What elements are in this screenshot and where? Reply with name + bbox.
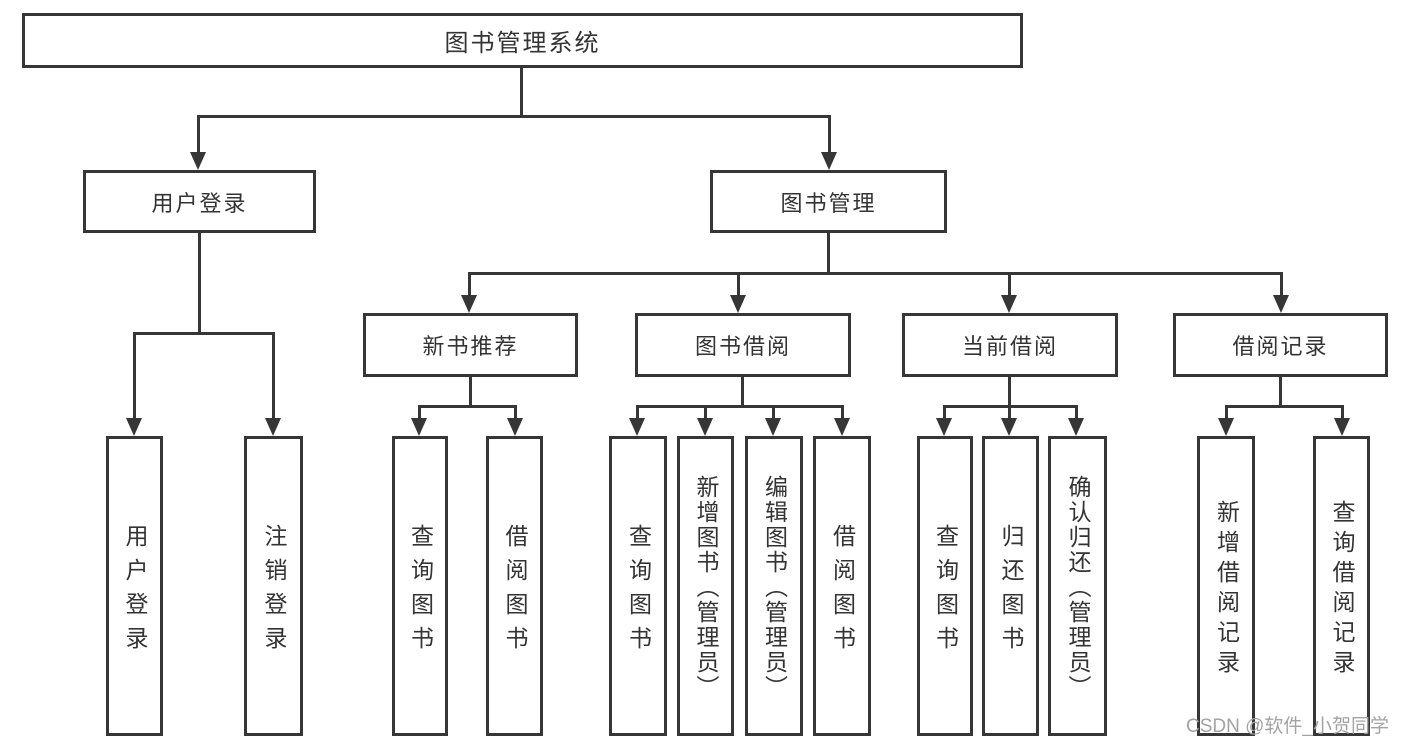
- leaf-br-query-record-label: 查询借阅记录: [1329, 499, 1355, 680]
- node-book-borrowing-label: 图书借阅: [694, 334, 791, 359]
- connector-line: [133, 332, 136, 419]
- connector-line: [827, 233, 830, 275]
- arrowhead-down-icon: [629, 418, 645, 436]
- node-root: 图书管理系统: [22, 13, 1023, 68]
- leaf-nbr-borrow-books-label: 借阅图书: [502, 523, 528, 660]
- node-borrowing-records: 借阅记录: [1173, 313, 1388, 377]
- arrowhead-down-icon: [936, 418, 952, 436]
- leaf-user-login: 用户登录: [106, 436, 163, 736]
- arrowhead-down-icon: [265, 418, 281, 436]
- leaf-nbr-query-books-label: 查询图书: [407, 523, 434, 660]
- arrowhead-down-icon: [1001, 295, 1017, 313]
- leaf-br-add-record-label: 新增借阅记录: [1213, 499, 1240, 680]
- leaf-cb-query-books-label: 查询图书: [932, 523, 959, 660]
- arrowhead-down-icon: [1334, 418, 1350, 436]
- connector-line: [828, 115, 831, 153]
- connector-line: [741, 377, 744, 408]
- arrowhead-down-icon: [126, 418, 142, 436]
- arrowhead-down-icon: [461, 295, 477, 313]
- connector-line: [133, 332, 275, 335]
- connector-line: [520, 68, 523, 117]
- leaf-cb-return-books: 归还图书: [982, 436, 1039, 736]
- leaf-cb-confirm-return: 确认归还（管理员）: [1048, 436, 1107, 736]
- connector-line: [636, 405, 639, 420]
- arrowhead-down-icon: [765, 418, 781, 436]
- arrowhead-down-icon: [730, 295, 746, 313]
- node-current-borrowing-label: 当前借阅: [961, 334, 1058, 359]
- node-root-label: 图书管理系统: [444, 30, 601, 57]
- connector-line: [841, 405, 844, 420]
- node-book-management: 图书管理: [710, 170, 947, 233]
- leaf-nbr-borrow-books: 借阅图书: [486, 436, 543, 736]
- leaf-bb-borrow-books: 借阅图书: [813, 436, 871, 736]
- connector-line: [197, 115, 831, 118]
- connector-line: [1280, 272, 1283, 298]
- arrowhead-down-icon: [821, 152, 837, 170]
- connector-line: [468, 272, 471, 298]
- connector-line: [514, 405, 517, 420]
- leaf-bb-add-books: 新增图书（管理员）: [677, 436, 734, 736]
- connector-line: [468, 272, 1283, 275]
- node-book-borrowing: 图书借阅: [635, 313, 851, 377]
- connector-line: [772, 405, 775, 420]
- connector-line: [943, 405, 946, 420]
- leaf-cb-confirm-return-label: 确认归还（管理员）: [1065, 474, 1091, 700]
- leaf-user-login-label: 用户登录: [122, 523, 148, 660]
- leaf-logout: 注销登录: [244, 436, 303, 736]
- node-current-borrowing: 当前借阅: [902, 313, 1118, 377]
- node-user-login-label: 用户登录: [151, 190, 248, 216]
- connector-line: [272, 332, 275, 419]
- connector-line: [469, 377, 472, 408]
- connector-line: [1008, 405, 1011, 420]
- leaf-logout-label: 注销登录: [261, 523, 287, 660]
- arrowhead-down-icon: [834, 418, 850, 436]
- arrowhead-down-icon: [411, 418, 427, 436]
- node-new-book-recommend-label: 新书推荐: [422, 334, 519, 359]
- connector-line: [1225, 405, 1228, 420]
- connector-line: [1279, 377, 1282, 408]
- leaf-cb-query-books: 查询图书: [917, 436, 973, 736]
- node-borrowing-records-label: 借阅记录: [1232, 334, 1329, 359]
- leaf-cb-return-books-label: 归还图书: [998, 523, 1024, 660]
- leaf-bb-query-books: 查询图书: [609, 436, 667, 736]
- connector-line: [636, 405, 844, 408]
- connector-line: [1341, 405, 1344, 420]
- arrowhead-down-icon: [1218, 418, 1234, 436]
- arrowhead-down-icon: [697, 418, 713, 436]
- node-new-book-recommend: 新书推荐: [363, 313, 578, 377]
- leaf-bb-borrow-books-label: 借阅图书: [829, 523, 856, 660]
- leaf-bb-query-books-label: 查询图书: [625, 523, 652, 660]
- arrowhead-down-icon: [507, 418, 523, 436]
- leaf-bb-edit-books: 编辑图书（管理员）: [745, 436, 803, 736]
- connector-line: [1225, 405, 1344, 408]
- leaf-nbr-query-books: 查询图书: [392, 436, 448, 736]
- connector-line: [1008, 377, 1011, 408]
- connector-line: [197, 115, 200, 153]
- connector-line: [418, 405, 517, 408]
- arrowhead-down-icon: [1001, 418, 1017, 436]
- leaf-br-add-record: 新增借阅记录: [1197, 436, 1255, 736]
- connector-line: [1075, 405, 1078, 420]
- connector-line: [418, 405, 421, 420]
- node-user-login: 用户登录: [83, 170, 316, 233]
- node-book-management-label: 图书管理: [780, 190, 877, 216]
- arrowhead-down-icon: [1273, 295, 1289, 313]
- connector-line: [704, 405, 707, 420]
- leaf-bb-edit-books-label: 编辑图书（管理员）: [761, 474, 788, 700]
- connector-line: [198, 233, 201, 335]
- arrowhead-down-icon: [190, 152, 206, 170]
- arrowhead-down-icon: [1068, 418, 1084, 436]
- connector-line: [737, 272, 740, 298]
- connector-line: [1008, 272, 1011, 298]
- leaf-br-query-record: 查询借阅记录: [1313, 436, 1370, 736]
- watermark: CSDN @软件_小贺同学: [1186, 716, 1389, 737]
- leaf-bb-add-books-label: 新增图书（管理员）: [693, 474, 719, 700]
